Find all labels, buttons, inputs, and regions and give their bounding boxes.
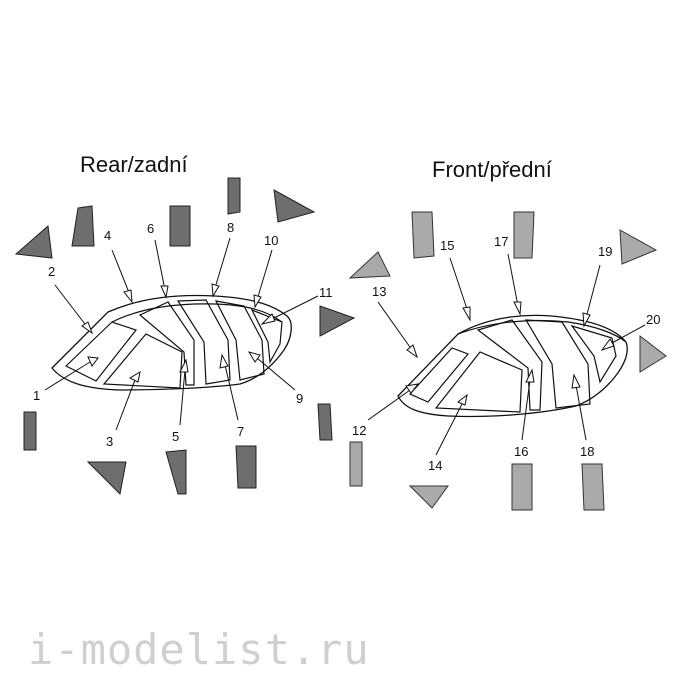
rear-leaders <box>44 237 319 431</box>
rear-mask-quad-d <box>165 449 187 495</box>
front-part-labels: 12 13 14 15 16 17 18 19 20 <box>352 234 660 473</box>
label-18: 18 <box>580 444 594 459</box>
rear-frame-3 <box>102 333 183 389</box>
rear-mask-quad-c <box>227 177 241 215</box>
rear-frame-7 <box>176 299 231 385</box>
label-16: 16 <box>514 444 528 459</box>
rear-mask-pieces <box>14 177 356 496</box>
front-frame-top <box>457 319 627 343</box>
rear-frame-top <box>111 303 283 323</box>
front-canopy <box>397 314 628 418</box>
watermark: i-modelist.ru <box>28 625 370 674</box>
rear-frame-1 <box>64 321 137 382</box>
front-mask-tri-bottom <box>408 485 449 509</box>
rear-mask-tri-left <box>14 225 53 259</box>
rear-title: Rear/zadní <box>80 152 188 177</box>
label-3: 3 <box>106 434 113 449</box>
label-11: 11 <box>319 285 333 300</box>
front-mask-strip <box>349 441 363 487</box>
label-19: 19 <box>598 244 612 259</box>
rear-mask-quad-b <box>169 205 191 247</box>
label-10: 10 <box>264 233 278 248</box>
rear-mask-quad-a <box>71 205 95 247</box>
front-frame-14 <box>434 351 523 413</box>
front-mask-tri-right <box>639 334 667 373</box>
front-frame-16 <box>476 319 543 411</box>
rear-mask-strip-right <box>317 403 333 441</box>
label-20: 20 <box>646 312 660 327</box>
front-mask-pieces <box>348 211 667 511</box>
front-mask-tri-left <box>348 251 391 279</box>
rear-part-labels: 1 2 3 4 5 6 7 8 9 10 11 <box>33 220 333 449</box>
label-8: 8 <box>227 220 234 235</box>
front-frame-20 <box>570 324 617 384</box>
label-7: 7 <box>237 424 244 439</box>
rear-frame-5 <box>138 301 195 386</box>
label-9: 9 <box>296 391 303 406</box>
rear-canopy-outline <box>51 294 292 391</box>
label-12: 12 <box>352 423 366 438</box>
rear-mask-quad-e <box>235 445 257 489</box>
label-6: 6 <box>147 221 154 236</box>
rear-mask-tri-top <box>273 189 316 223</box>
label-4: 4 <box>104 228 111 243</box>
label-2: 2 <box>48 264 55 279</box>
label-1: 1 <box>33 388 40 403</box>
label-15: 15 <box>440 238 454 253</box>
front-leaders <box>367 253 646 456</box>
rear-canopy <box>51 294 292 391</box>
front-title: Front/přední <box>432 157 552 182</box>
front-mask-tri-top <box>619 229 658 265</box>
rear-mask-strip-left <box>23 411 37 451</box>
rear-frame-9 <box>214 300 265 381</box>
rear-frame-11 <box>250 308 283 364</box>
rear-mask-tri-bottom <box>86 461 127 496</box>
label-14: 14 <box>428 458 442 473</box>
label-17: 17 <box>494 234 508 249</box>
label-5: 5 <box>172 429 179 444</box>
front-mask-quad-b <box>513 211 535 259</box>
rear-mask-tri-right <box>319 305 356 337</box>
front-frame-12 <box>408 347 470 403</box>
label-13: 13 <box>372 284 386 299</box>
front-mask-quad-a <box>411 211 435 259</box>
front-mask-quad-d <box>581 463 605 511</box>
front-mask-quad-c <box>511 463 533 511</box>
